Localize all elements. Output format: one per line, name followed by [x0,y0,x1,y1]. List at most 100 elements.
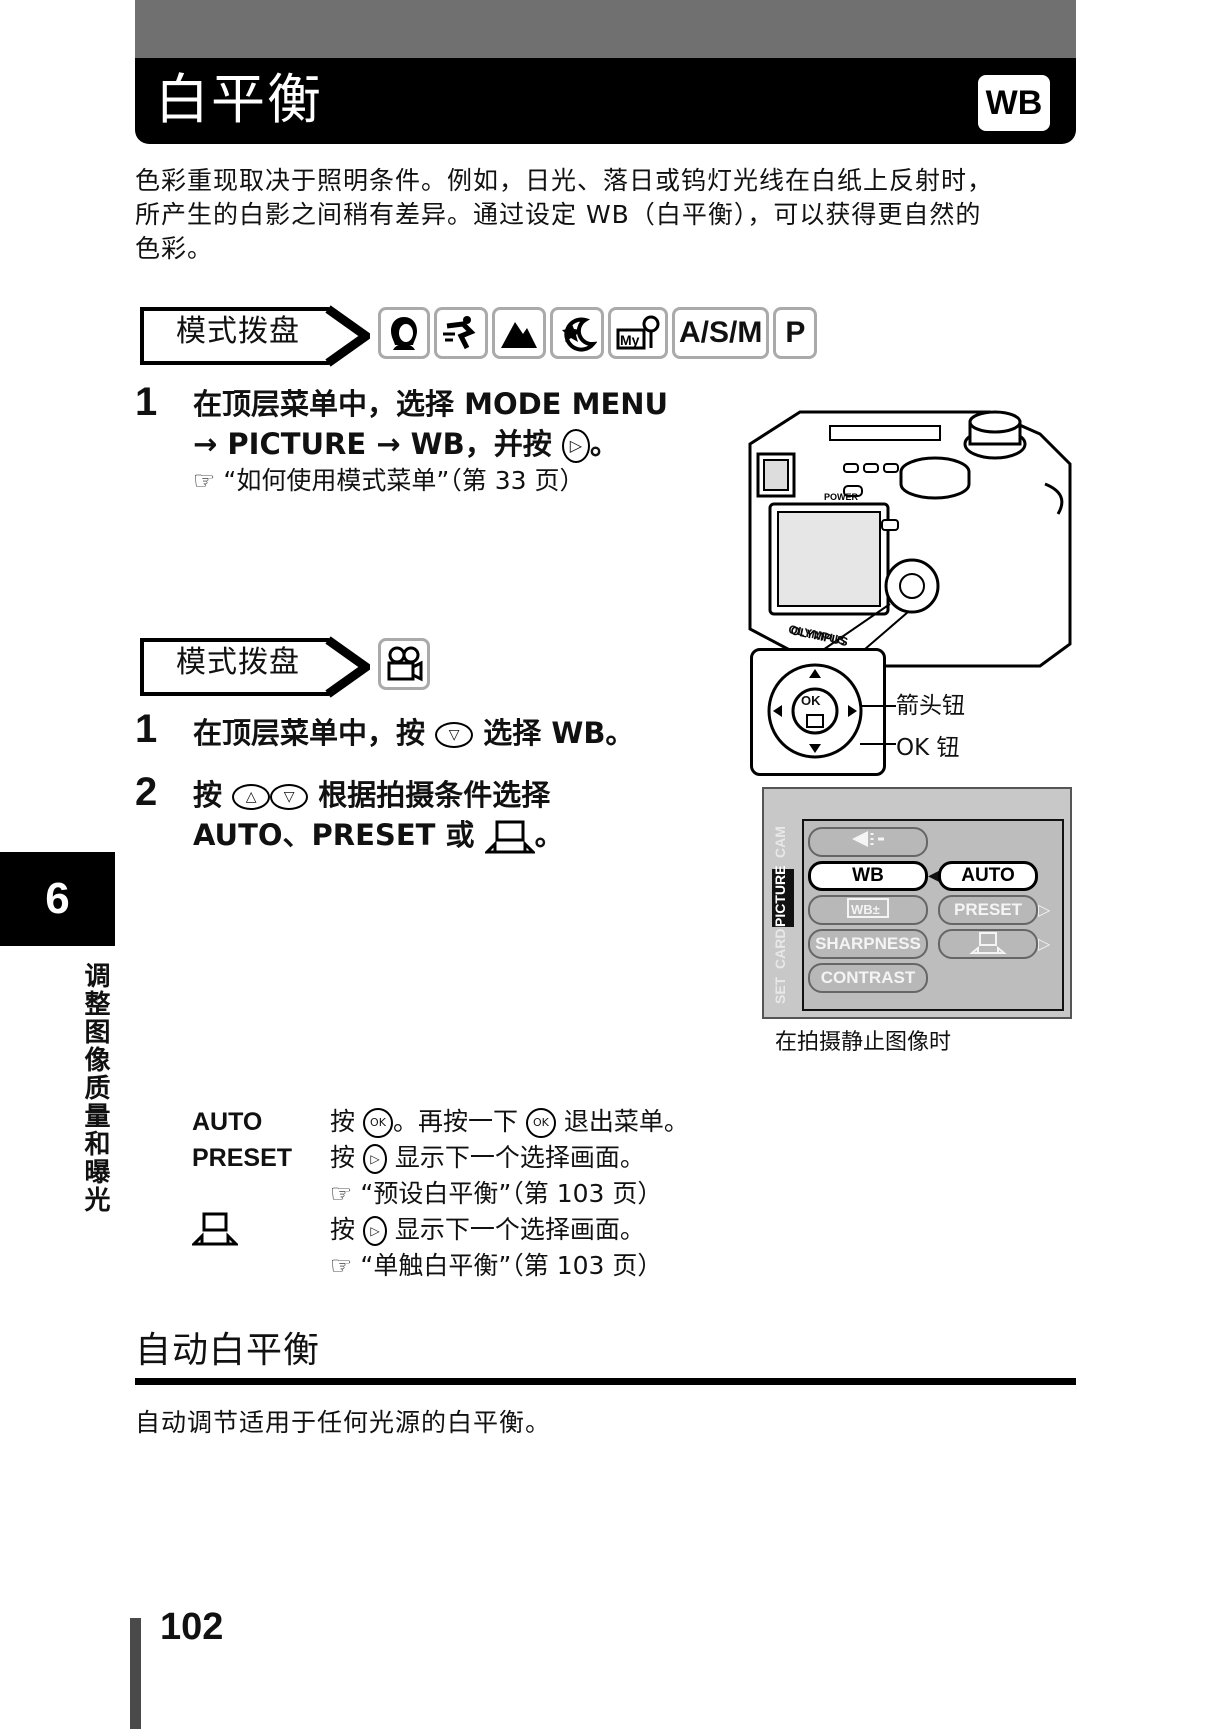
wb-badge: WB [978,75,1050,131]
header-title-bar: 白平衡 WB [135,58,1076,144]
menu-item-wb-adjust[interactable]: WB± [808,895,928,925]
arrow-pad-callout: 箭头钮 [896,693,965,719]
option-desc: 按 ▷ 显示下一个选择画面。 ☞ “单触白平衡”（第 103 页） [330,1212,689,1284]
step-1-instructions: 在顶层菜单中，选择 MODE MENU → PICTURE → WB，并按 ▷。… [193,384,733,498]
option-key: PRESET [192,1144,293,1172]
page-title: 白平衡 [155,68,323,131]
mode-dial-tag: 模式拨盘 [138,305,370,367]
step-line-text: 选择 WB。 [483,716,635,750]
menu-item-wb[interactable]: WB [808,861,928,891]
pointing-hand-icon: ☞ [193,466,216,495]
submenu-arrow-icon: ▷ [1038,900,1051,919]
step-line: AUTO、PRESET 或 。 [193,815,673,855]
option-desc-text: 按 [330,1143,356,1172]
option-descriptions: AUTO 按 OK。再按一下 OK 退出菜单。 PRESET 按 ▷ 显示下一个… [190,1104,689,1284]
step-line-text: AUTO、PRESET 或 [193,818,475,852]
chapter-number-tab: 6 [0,852,115,946]
option-row: PRESET 按 ▷ 显示下一个选择画面。 ☞ “预设白平衡”（第 103 页） [192,1140,689,1212]
mode-dial-label: 模式拨盘 [176,645,300,680]
arrow-pad-icon [767,663,863,759]
chapter-title: 调整图像质量和曝光 [80,962,110,1214]
menu-item-contrast[interactable]: CONTRAST [808,963,928,993]
quality-icon [852,831,884,847]
asm-mode-icon: A/S/M [672,307,770,359]
svg-text:WB±: WB± [851,902,880,917]
step-line-text: 根据拍摄条件选择 [318,778,551,812]
page-number-bar [130,1618,141,1729]
pointing-hand-icon: ☞ [330,1251,353,1280]
option-desc-text: 按 [330,1215,356,1244]
intro-line: 所产生的白影之间稍有差异。通过设定 WB（白平衡），可以获得更自然的 [135,200,982,229]
svg-text:POWER: POWER [824,492,859,502]
step-line-text: 。 [589,427,619,461]
menu-tab-cam: CAM [772,826,788,858]
step-line: 按 △▽ 根据拍摄条件选择 [193,775,673,815]
step-line-text: 按 [193,778,223,812]
option-key: AUTO [192,1108,263,1136]
page-reference-text: “如何使用模式菜单”（第 33 页） [223,466,585,495]
step-number: 1 [135,707,158,751]
portrait-icon [378,307,430,359]
page-number: 102 [160,1606,224,1648]
subsection-title: 自动白平衡 [135,1330,321,1371]
ok-button-label: OK [801,693,821,708]
subsection-body: 自动调节适用于任何光源的白平衡。 [135,1408,552,1437]
step-number: 2 [135,770,158,814]
one-touch-wb-icon [969,932,1007,954]
myset-icon: My [608,307,668,359]
right-arrow-button-icon: ▷ [561,429,590,463]
intro-line: 色彩。 [135,234,214,263]
wb-adjust-icon: WB± [847,898,889,918]
subsection-divider [135,1378,1076,1385]
callout-leader-lines [860,705,896,745]
step-1-instructions: 在顶层菜单中，按 ▽ 选择 WB。 [193,713,634,753]
ok-button-icon: OK [362,1108,393,1138]
menu-screen-caption: 在拍摄静止图像时 [775,1030,952,1055]
step-2-instructions: 按 △▽ 根据拍摄条件选择 AUTO、PRESET 或 。 [193,775,673,855]
mode-dial-tag-shape [140,305,370,367]
menu-tab-card: CARD [772,928,788,969]
menu-item-sharpness[interactable]: SHARPNESS [808,929,928,959]
option-desc: 按 OK。再按一下 OK 退出菜单。 [330,1104,689,1140]
step-number: 1 [135,380,158,424]
menu-screen-illustration: CAM PICTURE CARD SET WB WB± SHARPNESS CO… [762,787,1072,1019]
one-touch-wb-icon [190,1212,240,1246]
submenu-arrow-icon: ▷ [1038,934,1051,953]
down-arrow-button-icon: ▽ [270,784,309,810]
control-pad-zoom: OK [750,648,886,776]
step-line: 在顶层菜单中，选择 MODE MENU [193,387,669,421]
right-arrow-button-icon: ▷ [362,1216,387,1246]
ok-button-icon: OK [525,1108,556,1138]
night-icon [550,307,604,359]
step-line-text: 。 [534,818,564,852]
option-key [190,1212,330,1284]
option-auto[interactable]: AUTO [938,861,1038,891]
page-reference-text: “预设白平衡”（第 103 页） [360,1179,663,1208]
movie-icon [378,638,430,690]
option-row: AUTO 按 OK。再按一下 OK 退出菜单。 [192,1104,689,1140]
option-desc: 按 ▷ 显示下一个选择画面。 ☞ “预设白平衡”（第 103 页） [330,1140,689,1212]
option-desc-text: 显示下一个选择画面。 [394,1215,645,1244]
sports-icon [434,307,488,359]
ok-button-callout: OK 钮 [896,735,960,761]
option-one-touch[interactable] [938,929,1038,959]
page-reference-text: “单触白平衡”（第 103 页） [360,1251,663,1280]
step-line-text: → PICTURE → WB，并按 [193,427,552,461]
page-reference: ☞ “预设白平衡”（第 103 页） [330,1176,689,1212]
one-touch-wb-icon [483,820,537,854]
option-preset[interactable]: PRESET [938,895,1038,925]
down-arrow-button-icon: ▽ [435,722,474,748]
step-line-text: 在顶层菜单中，按 [193,716,426,750]
pointing-hand-icon: ☞ [330,1179,353,1208]
mode-dial-label: 模式拨盘 [176,314,300,349]
scene-mode-icons: My A/S/M P [378,307,818,359]
option-row: 按 ▷ 显示下一个选择画面。 ☞ “单触白平衡”（第 103 页） [190,1212,689,1284]
mode-dial-tag: 模式拨盘 [138,636,370,698]
menu-tab-picture: PICTURE [772,866,794,927]
step-line: → PICTURE → WB，并按 ▷。 [193,424,733,464]
menu-item-quality[interactable] [808,827,928,857]
option-desc-text: 按 [330,1107,356,1136]
camera-back-icon: POWER OLYMPUS [748,410,1072,668]
up-arrow-button-icon: △ [232,784,271,810]
svg-text:My: My [620,332,640,348]
